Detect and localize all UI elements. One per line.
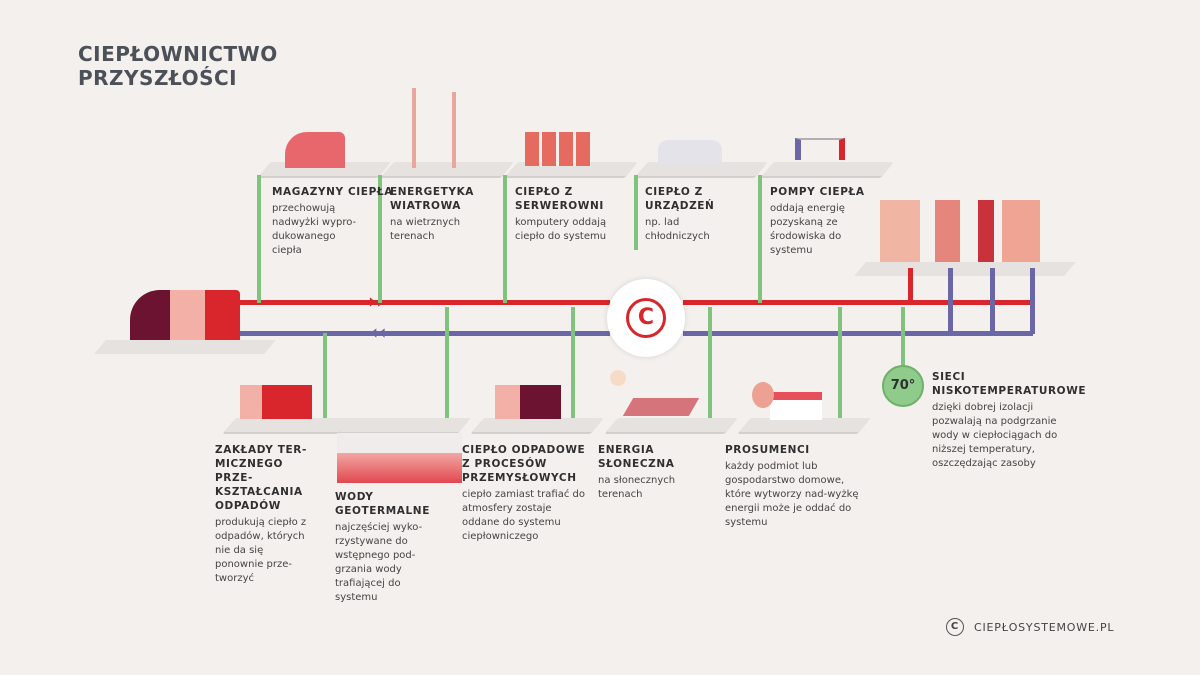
platform <box>339 418 471 432</box>
city-platform <box>854 262 1076 276</box>
item-waste-plants: ZAKŁADY TER-MICZNEGO PRZE-KSZTAŁCANIA OD… <box>215 443 320 586</box>
supply-pipe-right <box>683 300 1033 305</box>
plant-platform <box>94 340 276 354</box>
platform <box>472 418 604 432</box>
heat-storage-icon <box>285 132 345 168</box>
item-heading: ENERGETYKA WIATROWA <box>390 186 475 212</box>
platform <box>739 418 871 432</box>
logo-c: C <box>626 298 666 338</box>
city-pipes <box>1030 268 1035 334</box>
fridge-icon <box>658 140 722 164</box>
item-heading: CIEPŁO Z URZĄDZEŃ <box>645 186 715 212</box>
item-text: np. lad chłodniczych <box>645 217 710 242</box>
item-heading: POMPY CIEPŁA <box>770 186 865 198</box>
item-heading: WODY GEOTERMALNE <box>335 491 430 517</box>
arrow-left-icon: ‹‹ <box>370 320 387 344</box>
city-icon <box>880 200 1040 270</box>
branch-line <box>257 175 261 303</box>
branch-line <box>758 175 762 303</box>
branch-line <box>901 307 905 367</box>
city-pipes <box>990 268 995 334</box>
item-heading: CIEPŁO Z SERWEROWNI <box>515 186 604 212</box>
branch-line <box>634 175 638 250</box>
item-text: na wietrznych terenach <box>390 217 461 242</box>
return-pipe-left <box>240 331 610 336</box>
item-solar-energy: ENERGIA SŁONECZNA na słonecznych terenach <box>598 443 698 502</box>
item-wind-energy: ENERGETYKA WIATROWA na wietrznych terenac… <box>390 185 490 244</box>
branch-line <box>378 175 382 303</box>
tree-icon <box>752 382 774 408</box>
temperature-badge: 70° <box>882 365 924 407</box>
item-heading: CIEPŁO ODPADOWE Z PROCESÓW PRZEMYSŁOWYCH <box>462 444 586 484</box>
item-device-heat: CIEPŁO Z URZĄDZEŃ np. lad chłodniczych <box>645 185 745 244</box>
sun-icon <box>610 370 626 386</box>
geothermal-icon <box>337 433 462 483</box>
item-text: komputery oddają ciepło do systemu <box>515 217 607 242</box>
branch-line <box>503 175 507 303</box>
wind-turbine-icon <box>452 92 456 168</box>
server-icon <box>525 132 591 166</box>
platform <box>606 418 738 432</box>
item-text: najczęściej wyko-rzystywane do wstępnego… <box>335 522 423 603</box>
heat-pump-icon <box>795 138 845 160</box>
item-text: dzięki dobrej izolacji pozwalają na podg… <box>932 402 1058 469</box>
item-text: przechowują nadwyżki wypro-dukowanego ci… <box>272 203 357 256</box>
item-heading: MAGAZYNY CIEPŁA <box>272 186 393 198</box>
power-plant-icon <box>130 290 240 346</box>
item-heat-pumps: POMPY CIEPŁA oddają energię pozyskaną ze … <box>770 185 865 258</box>
item-industrial-waste-heat: CIEPŁO ODPADOWE Z PROCESÓW PRZEMYSŁOWYCH… <box>462 443 587 544</box>
item-heading: ENERGIA SŁONECZNA <box>598 444 675 470</box>
branch-line <box>323 333 327 423</box>
waste-plant-icon <box>240 385 312 419</box>
footer-url[interactable]: CIEPŁOSYSTEMOWE.PL <box>974 620 1115 634</box>
arrow-right-icon: ›› <box>368 289 385 313</box>
wind-turbine-icon <box>412 88 416 168</box>
item-text: na słonecznych terenach <box>598 475 676 500</box>
item-server-heat: CIEPŁO Z SERWEROWNI komputery oddają ciep… <box>515 185 625 244</box>
item-text: każdy podmiot lub gospodarstwo domowe, k… <box>725 461 859 528</box>
item-heading: ZAKŁADY TER-MICZNEGO PRZE-KSZTAŁCANIA OD… <box>215 444 307 512</box>
branch-line <box>838 307 842 423</box>
item-heading: SIECI NISKOTEMPERATUROWE <box>932 371 1087 397</box>
item-heat-storage: MAGAZYNY CIEPŁA przechowują nadwyżki wypr… <box>272 185 402 258</box>
city-pipes <box>948 268 953 334</box>
supply-pipe-left <box>240 300 610 305</box>
branch-line <box>445 307 449 423</box>
platform <box>224 418 356 432</box>
item-text: produkują ciepło z odpadów, których nie … <box>215 517 307 584</box>
page-title: CIEPŁOWNICTWO PRZYSZŁOŚCI <box>78 42 278 90</box>
item-text: oddają energię pozyskaną ze środowiska d… <box>770 203 845 256</box>
footer-brand: C CIEPŁOSYSTEMOWE.PL <box>946 618 1114 636</box>
item-prosumers: PROSUMENCI każdy podmiot lub gospodarstwo… <box>725 443 860 530</box>
branch-line <box>708 307 712 423</box>
copyright-logo-icon: C <box>946 618 964 636</box>
solar-panel-icon <box>622 398 700 416</box>
platform <box>382 162 514 176</box>
factory-icon <box>495 385 561 419</box>
house-icon <box>770 392 822 420</box>
city-pipes <box>908 268 913 303</box>
item-heading: PROSUMENCI <box>725 444 810 456</box>
item-geothermal: WODY GEOTERMALNE najczęściej wyko-rzystyw… <box>335 490 435 605</box>
return-pipe-right <box>683 331 1033 336</box>
item-low-temp-networks: SIECI NISKOTEMPERATUROWE dzięki dobrej iz… <box>932 370 1087 471</box>
center-logo: C <box>607 279 685 357</box>
branch-line <box>571 307 575 423</box>
item-text: ciepło zamiast trafiać do atmosfery zost… <box>462 489 585 542</box>
platform <box>636 162 768 176</box>
platform <box>762 162 894 176</box>
